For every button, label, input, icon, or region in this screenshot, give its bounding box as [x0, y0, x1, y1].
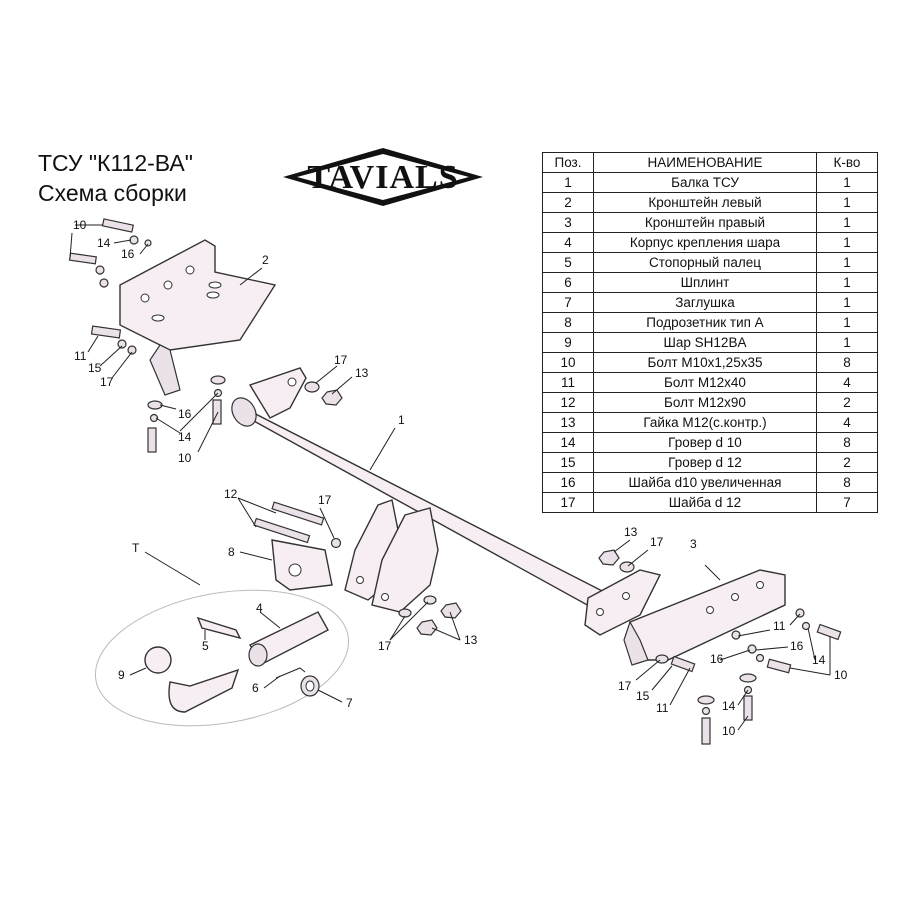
callout-16: 16	[121, 247, 135, 261]
callout-11c: 11	[656, 701, 669, 715]
callout-2: 2	[262, 253, 269, 267]
callout-17c: 17	[318, 493, 332, 507]
callout-11: 11	[74, 349, 87, 363]
part-name-cell: Кронштейн левый	[593, 192, 817, 213]
part-name-cell: Подрозетник тип А	[593, 312, 817, 333]
callout-17f: 17	[618, 679, 632, 693]
part-name-cell: Кронштейн правый	[593, 212, 817, 233]
callout-16d: 16	[710, 652, 724, 666]
callout-1: 1	[398, 413, 405, 427]
callout-17d: 17	[378, 639, 392, 653]
callout-labels: 10 14 16 2 11 15 17 16 14 10 17 13 1 12 …	[73, 218, 848, 738]
part-name-cell: Шайба d 12	[593, 492, 817, 513]
callout-9: 9	[118, 668, 125, 682]
callout-10d: 10	[722, 724, 736, 738]
callout-15b: 15	[636, 689, 650, 703]
callout-13b: 13	[464, 633, 478, 647]
logo-text: TAVIALS	[307, 159, 458, 196]
right-bracket-part-3	[623, 569, 786, 666]
callout-13c: 13	[624, 525, 638, 539]
part-name-cell: Болт М12х90	[593, 392, 817, 413]
part-name-cell: Гайка М12(с.контр.)	[593, 412, 817, 433]
callout-8: 8	[228, 545, 235, 559]
part-name-cell: Шплинт	[593, 272, 817, 293]
diagram-title: ТСУ "К112-ВА"	[38, 150, 193, 176]
left-fasteners	[68, 218, 226, 453]
leader-lines	[69, 224, 831, 731]
header-qty: К-во	[816, 152, 878, 173]
callout-14: 14	[97, 236, 111, 250]
callout-16c: 16	[790, 639, 804, 653]
beam-part-1	[231, 367, 662, 636]
tavials-logo: TAVIALS	[283, 148, 483, 206]
callout-10c: 10	[834, 668, 848, 682]
part-qty-cell: 1	[816, 212, 878, 233]
tow-ball-assembly	[94, 589, 350, 727]
callout-5: 5	[202, 639, 209, 653]
part-name-cell: Стопорный палец	[593, 252, 817, 273]
callout-10: 10	[73, 218, 87, 232]
callout-12: 12	[224, 487, 238, 501]
callout-7: 7	[346, 696, 353, 710]
nut-washer-top	[304, 381, 343, 406]
callout-11b: 11	[773, 619, 786, 633]
callout-17b: 17	[334, 353, 348, 367]
callout-13: 13	[355, 366, 369, 380]
callout-17e: 17	[650, 535, 664, 549]
callout-T: T	[132, 541, 140, 555]
diagram-subtitle: Схема сборки	[38, 180, 187, 206]
callout-4: 4	[256, 601, 263, 615]
middle-fasteners	[253, 501, 462, 636]
callout-6: 6	[252, 681, 259, 695]
part-qty-cell: 7	[816, 492, 878, 513]
callout-14d: 14	[722, 699, 736, 713]
callout-17: 17	[100, 375, 114, 389]
callout-16b: 16	[178, 407, 192, 421]
callout-10b: 10	[178, 451, 192, 465]
callout-14b: 14	[178, 430, 192, 444]
left-bracket-part-2	[119, 239, 277, 396]
callout-15: 15	[88, 361, 102, 375]
callout-14c: 14	[812, 653, 826, 667]
parts-table-header-row: Поз. НАИМЕНОВАНИЕ К-во	[542, 152, 878, 173]
part-pos-cell: 17	[542, 492, 594, 513]
part-name-cell: Болт М12х40	[593, 372, 817, 393]
callout-3: 3	[690, 537, 697, 551]
